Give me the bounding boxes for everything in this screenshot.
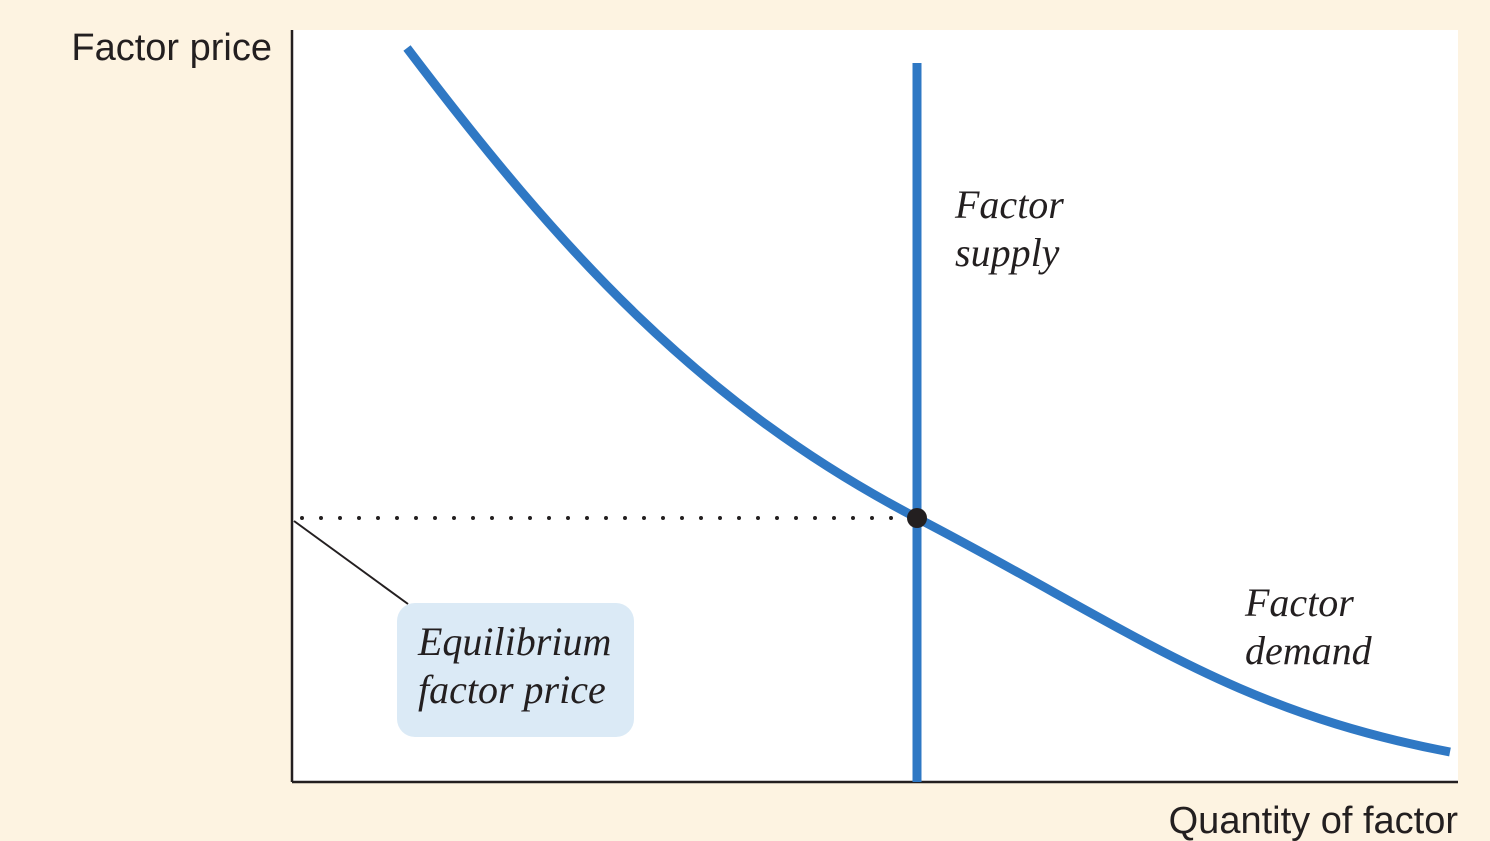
supply-label-line2: supply [955,230,1060,275]
x-axis-title: Quantity of factor [1169,800,1459,841]
equilibrium-callout-box [397,603,634,737]
callout-label-line1: Equilibrium [417,619,611,664]
callout-label-line2: factor price [418,667,606,712]
callout-leader-line [293,520,409,605]
demand-label-line1: Factor [1244,580,1354,625]
equilibrium-point [907,508,927,528]
demand-label-line2: demand [1245,628,1373,673]
y-axis-title: Factor price [71,27,272,69]
supply-label-line1: Factor [954,182,1064,227]
